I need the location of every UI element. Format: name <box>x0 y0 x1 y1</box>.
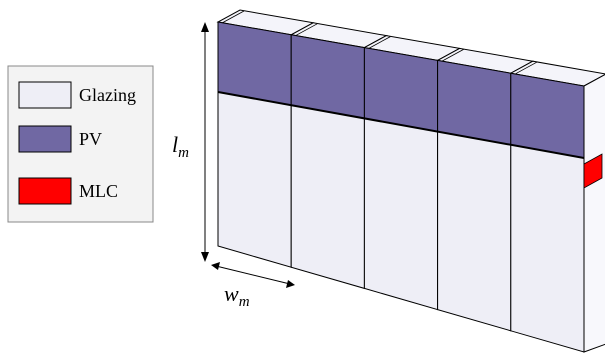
module-top-joint <box>441 49 464 62</box>
pv-panel <box>217 21 292 106</box>
pv-panel <box>290 34 365 119</box>
glazing-panel <box>437 131 512 332</box>
legend-swatch-glazing <box>18 81 72 109</box>
facade-side-face <box>583 73 605 353</box>
width-dimension: wm <box>211 262 295 310</box>
legend-label-glazing: Glazing <box>79 85 136 105</box>
pv-panel <box>510 72 585 159</box>
legend-label-pv: PV <box>79 129 102 149</box>
length-arrow-top-icon <box>201 22 209 32</box>
glazing-panel <box>510 144 585 353</box>
legend-swatch-mlc <box>18 177 72 205</box>
pv-glazing-boundary <box>217 91 585 159</box>
length-label: lm <box>172 132 189 161</box>
width-symbol: w <box>224 281 239 306</box>
legend-label-mlc: MLC <box>79 181 118 201</box>
width-arrow-left-icon <box>211 262 220 270</box>
width-subscript: m <box>239 294 250 310</box>
glazing-panel <box>217 91 292 268</box>
width-arrow-right-icon <box>286 280 295 288</box>
length-dimension: lm <box>172 22 209 262</box>
pv-panel <box>437 59 512 146</box>
module-top-joint <box>295 23 318 37</box>
glazing-panel <box>363 117 439 311</box>
width-dimension-line <box>215 265 291 285</box>
legend-swatch-pv <box>18 125 72 153</box>
facade-array <box>216 9 605 353</box>
pv-panel <box>363 47 439 133</box>
length-arrow-bottom-icon <box>201 252 209 262</box>
module-top-joint <box>514 61 537 75</box>
length-subscript: m <box>178 145 189 161</box>
module-top-joint <box>221 10 245 24</box>
width-label: wm <box>224 281 250 310</box>
module-top-joint <box>368 36 391 49</box>
legend: Glazing PV MLC <box>7 65 154 223</box>
length-symbol: l <box>172 132 178 157</box>
glazing-panel <box>290 104 365 290</box>
mlc-block <box>583 153 603 189</box>
